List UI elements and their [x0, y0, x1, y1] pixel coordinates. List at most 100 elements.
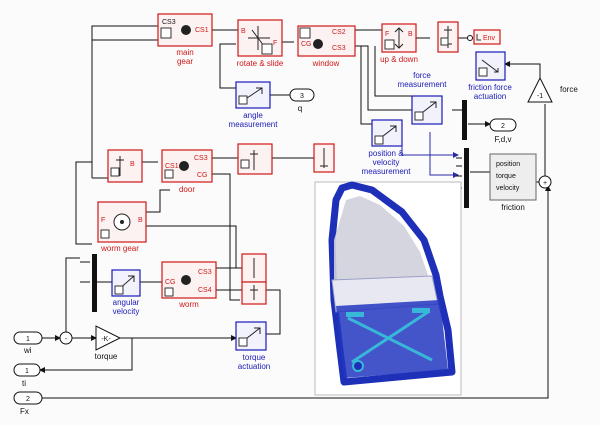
friction-port-position: position [496, 161, 520, 168]
outport-ti-number: 1 [25, 368, 29, 375]
angular-velocity-block[interactable]: angular velocity [111, 269, 141, 316]
body-icon [313, 39, 323, 49]
outport-q-label: q [298, 104, 302, 113]
window-block[interactable]: CS2 CS3 CG window [297, 25, 356, 68]
revolute-icon [250, 150, 258, 170]
env-block[interactable]: Env [467, 29, 501, 45]
weld-block[interactable] [437, 21, 459, 53]
friction-force-actuation-block[interactable]: friction force actuation [468, 51, 512, 101]
pos-vel-label-1: position & [368, 149, 404, 158]
worm-gear-port-f: F [101, 217, 105, 224]
friction-force-label-1: friction force [468, 83, 512, 92]
worm-joint-upper[interactable] [241, 253, 267, 283]
outport-fdv-number: 2 [501, 123, 505, 130]
outport-ti-label: ti [22, 379, 26, 388]
scissor-arms [347, 310, 433, 364]
worm-gear-port-b: B [138, 217, 143, 224]
torque-actuation-block[interactable]: torque actuation [235, 321, 270, 371]
force-gain-label: force [560, 85, 578, 94]
actuator-icon [481, 59, 499, 73]
worm-port-cg: CG [165, 279, 176, 286]
body-icon [181, 25, 191, 35]
force-measurement-block[interactable]: force measurement [398, 71, 448, 125]
sum-bottom-sign: - [65, 336, 68, 343]
inport-wi-number: 1 [26, 336, 30, 343]
torque-act-label-2: actuation [238, 362, 270, 371]
rotate-slide-port-f: F [273, 40, 277, 47]
force-meas-label-2: measurement [398, 80, 448, 89]
angular-vel-label-2: velocity [113, 307, 140, 316]
worm-port-cs4: CS4 [198, 287, 212, 294]
door-joint-block[interactable] [237, 143, 273, 175]
up-down-label: up & down [380, 55, 418, 64]
up-down-block[interactable]: F B up & down [380, 23, 418, 64]
door-port-cg: CG [197, 172, 208, 179]
outport-fdv-label: F,d,v [495, 135, 512, 144]
worm-port-cs3: CS3 [198, 269, 212, 276]
revolute-icon [116, 156, 124, 176]
inport-fx-label: Fx [20, 407, 29, 416]
sum-block-top[interactable]: + [538, 175, 552, 189]
gain-k-block[interactable]: -K- torque [95, 325, 122, 361]
worm-block[interactable]: CG CS3 CS4 worm [161, 261, 217, 309]
door-rev-port-b: B [130, 161, 135, 168]
force-gain-block[interactable]: -1 force [527, 76, 578, 103]
rotate-slide-label: rotate & slide [237, 59, 284, 68]
torque-act-label-1: torque [243, 353, 266, 362]
rotate-slide-port-b: B [241, 28, 246, 35]
main-gear-port-cs3: CS3 [162, 19, 176, 26]
door-revolute-block[interactable]: B [107, 149, 143, 183]
mux-bar-top[interactable] [462, 100, 467, 140]
worm-gear-block[interactable]: F B worm gear [97, 201, 147, 253]
mux-bar-left[interactable] [80, 254, 97, 312]
angular-vel-label-1: angular [113, 298, 140, 307]
inport-wi-label: wi [23, 346, 32, 355]
prismatic-icon [394, 27, 404, 49]
pos-vel-label-2: velocity [373, 158, 400, 167]
outport-q[interactable]: 3 q [289, 88, 315, 113]
joint-icon [248, 26, 270, 50]
angle-measurement-block[interactable]: angle measurement [229, 81, 279, 129]
window-port-cs3: CS3 [332, 45, 346, 52]
ground-icon [320, 148, 328, 168]
friction-label: friction [501, 203, 525, 212]
door-port-cs1: CS1 [165, 163, 179, 170]
worm-gear-label: worm gear [100, 244, 139, 253]
inport-wi[interactable]: 1 wi [13, 331, 43, 355]
env-port: Env [483, 35, 496, 42]
body-icon [181, 275, 191, 285]
main-gear-label-2: gear [177, 57, 193, 66]
door-port-cs3: CS3 [194, 155, 208, 162]
body-icon [179, 161, 189, 171]
worm-joint-lower[interactable] [241, 281, 267, 305]
friction-port-velocity: velocity [496, 185, 520, 192]
pos-vel-label-3: measurement [362, 167, 412, 176]
up-down-port-b: B [408, 31, 413, 38]
window-port-cs2: CS2 [332, 29, 346, 36]
mux-bar-middle[interactable] [456, 148, 469, 208]
door-3d-render [314, 181, 462, 396]
gain-k-value: -K- [101, 336, 111, 343]
window-label: window [312, 59, 340, 68]
main-gear-block[interactable]: CS3 CS1 main gear [157, 13, 213, 66]
door-ground-block[interactable] [313, 143, 335, 173]
outport-q-number: 3 [300, 93, 304, 100]
inport-fx[interactable]: 2 Fx [13, 391, 43, 416]
angle-meas-label-1: angle [243, 111, 263, 120]
position-velocity-measurement-block[interactable]: position & velocity measurement [362, 119, 412, 176]
friction-force-label-2: actuation [474, 92, 506, 101]
sum-top-sign: + [543, 180, 547, 187]
force-gain-value: -1 [537, 93, 543, 100]
friction-subsystem-block[interactable]: position torque velocity friction [489, 153, 537, 212]
outport-ti[interactable]: 1 ti [13, 363, 41, 388]
up-down-port-f: F [385, 31, 389, 38]
sum-block-bottom[interactable]: - [59, 331, 73, 345]
outport-fdv[interactable]: 2 F,d,v [489, 118, 517, 144]
rotate-slide-block[interactable]: B F rotate & slide [237, 19, 284, 68]
motor-gear [352, 360, 364, 372]
door-block[interactable]: CS1 CS3 CG door [161, 149, 213, 194]
main-gear-port-cs1: CS1 [195, 27, 209, 34]
worm-label: worm [178, 300, 199, 309]
